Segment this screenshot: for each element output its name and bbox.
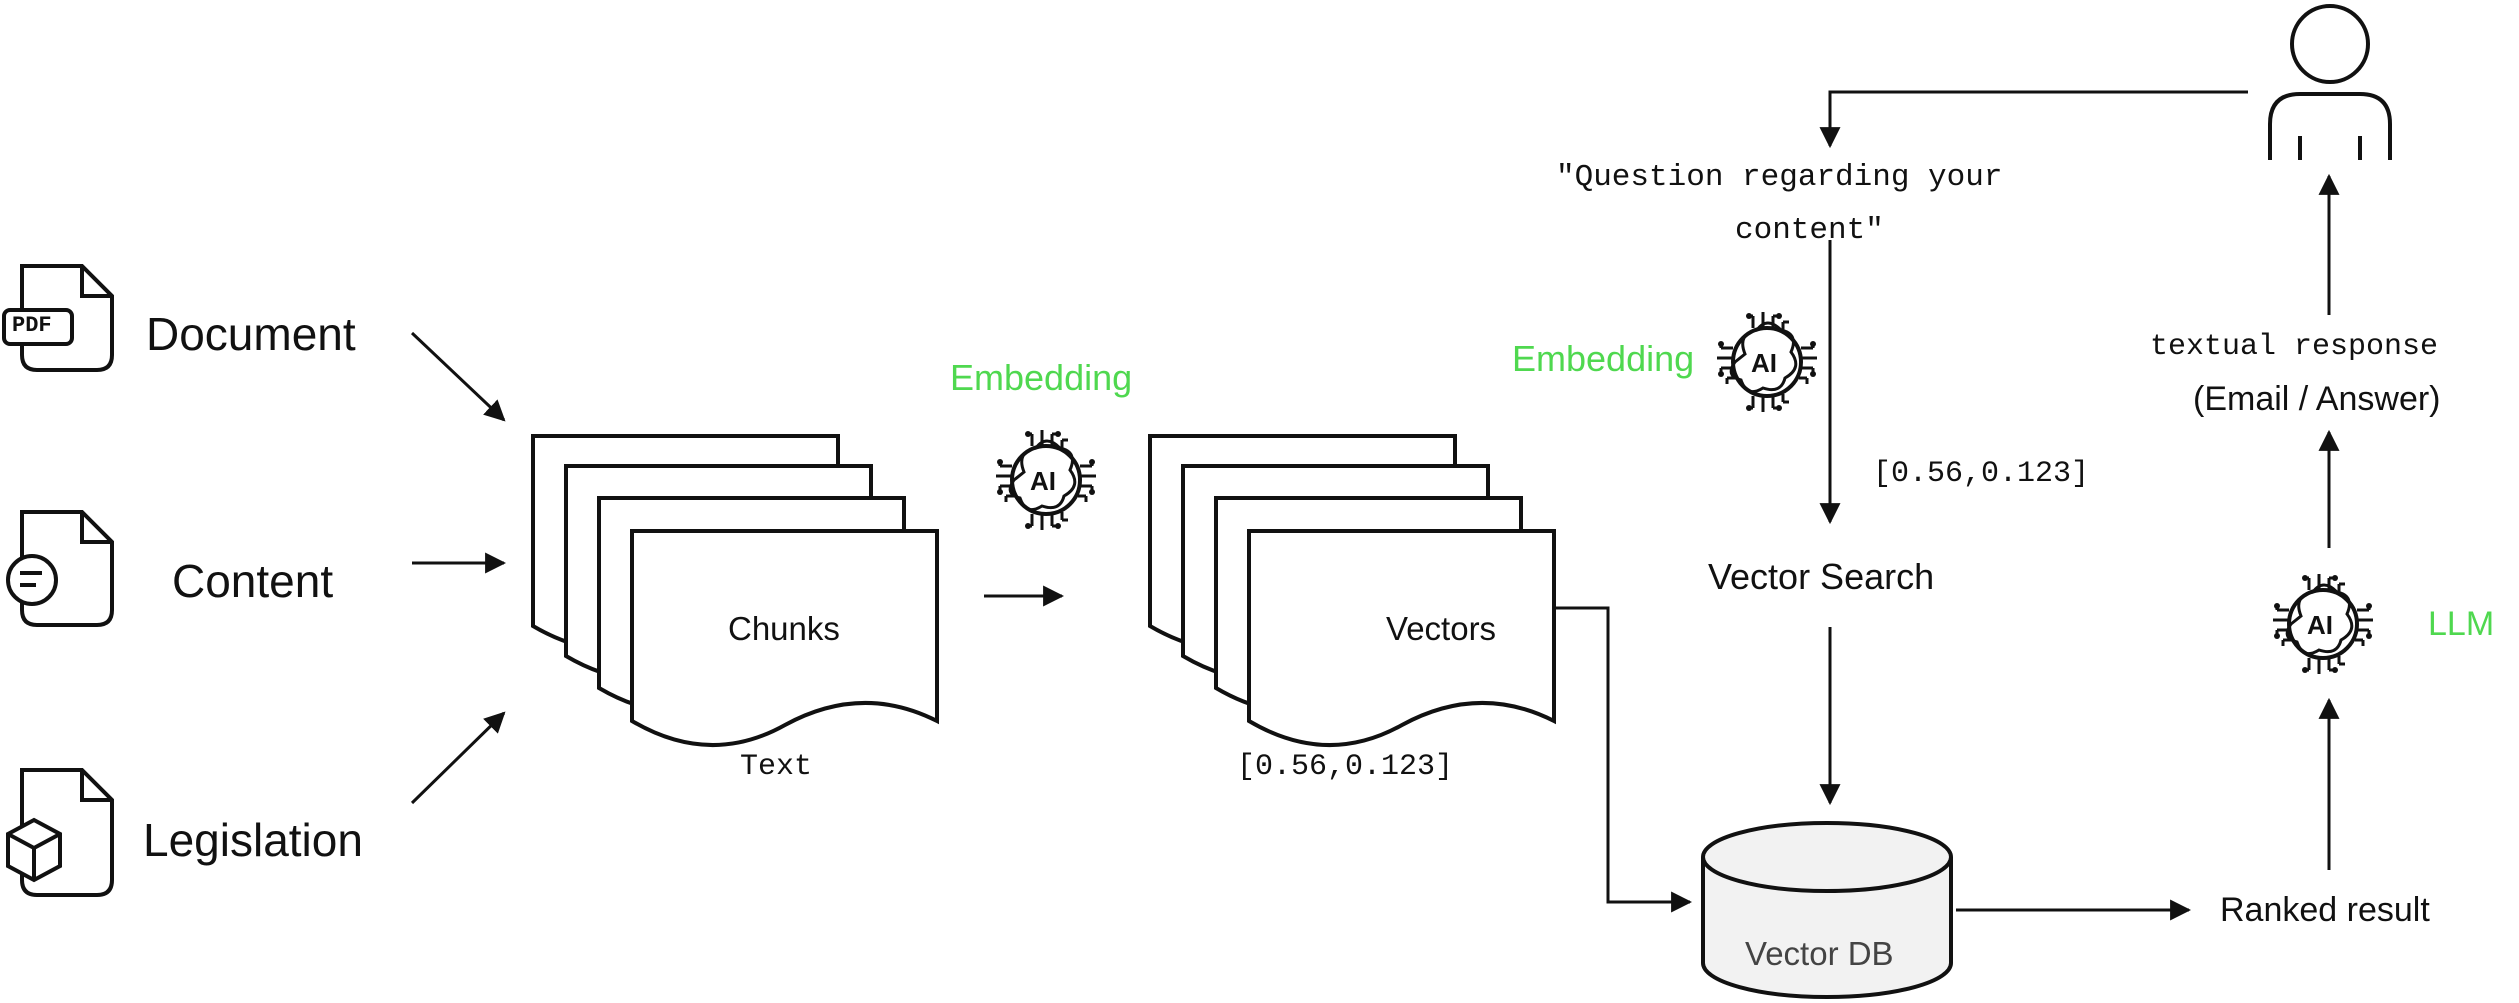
chat-file-icon xyxy=(6,510,114,627)
source-content-label: Content xyxy=(172,555,334,607)
response-line2: (Email / Answer) xyxy=(2193,380,2441,418)
source-arrows xyxy=(410,331,507,805)
embedding-label-right: Embedding xyxy=(1512,338,1695,379)
vector-db-cylinder xyxy=(1701,821,1953,999)
ai-icon-text-llm: AI xyxy=(2307,610,2333,640)
ranked-result-label: Ranked result xyxy=(2220,891,2430,929)
vectors-caption: [0.56,0.123] xyxy=(1237,750,1454,784)
chunks-label: Chunks xyxy=(728,610,840,647)
user-icon xyxy=(2268,4,2392,160)
vectors-to-db-arrow xyxy=(1555,606,1693,913)
user-to-query-arrow xyxy=(1819,90,2248,149)
vector-db-label: Vector DB xyxy=(1745,935,1894,972)
vectors-stack xyxy=(1148,434,1556,748)
source-document-label: Document xyxy=(146,308,356,360)
llm-label: LLM xyxy=(2428,605,2495,643)
ai-icon-text-left: AI xyxy=(1030,466,1056,496)
chunks-caption: Text xyxy=(740,750,813,784)
pdf-icon-text: PDF xyxy=(12,313,52,338)
ai-icon-text-right: AI xyxy=(1751,348,1777,378)
box-file-icon xyxy=(6,768,114,897)
query-text-line1: "Question regarding your xyxy=(1556,160,2003,195)
response-line1: textual response xyxy=(2150,330,2439,364)
source-legislation-label: Legislation xyxy=(143,814,363,866)
embedding-label-left: Embedding xyxy=(950,357,1133,398)
vectors-label: Vectors xyxy=(1386,610,1497,647)
query-vector-text: [0.56,0.123] xyxy=(1873,457,2090,491)
chunks-stack xyxy=(531,434,939,748)
pdf-file-icon xyxy=(2,264,114,372)
vector-search-label: Vector Search xyxy=(1708,556,1935,597)
query-text-line2: content" xyxy=(1735,213,1884,248)
